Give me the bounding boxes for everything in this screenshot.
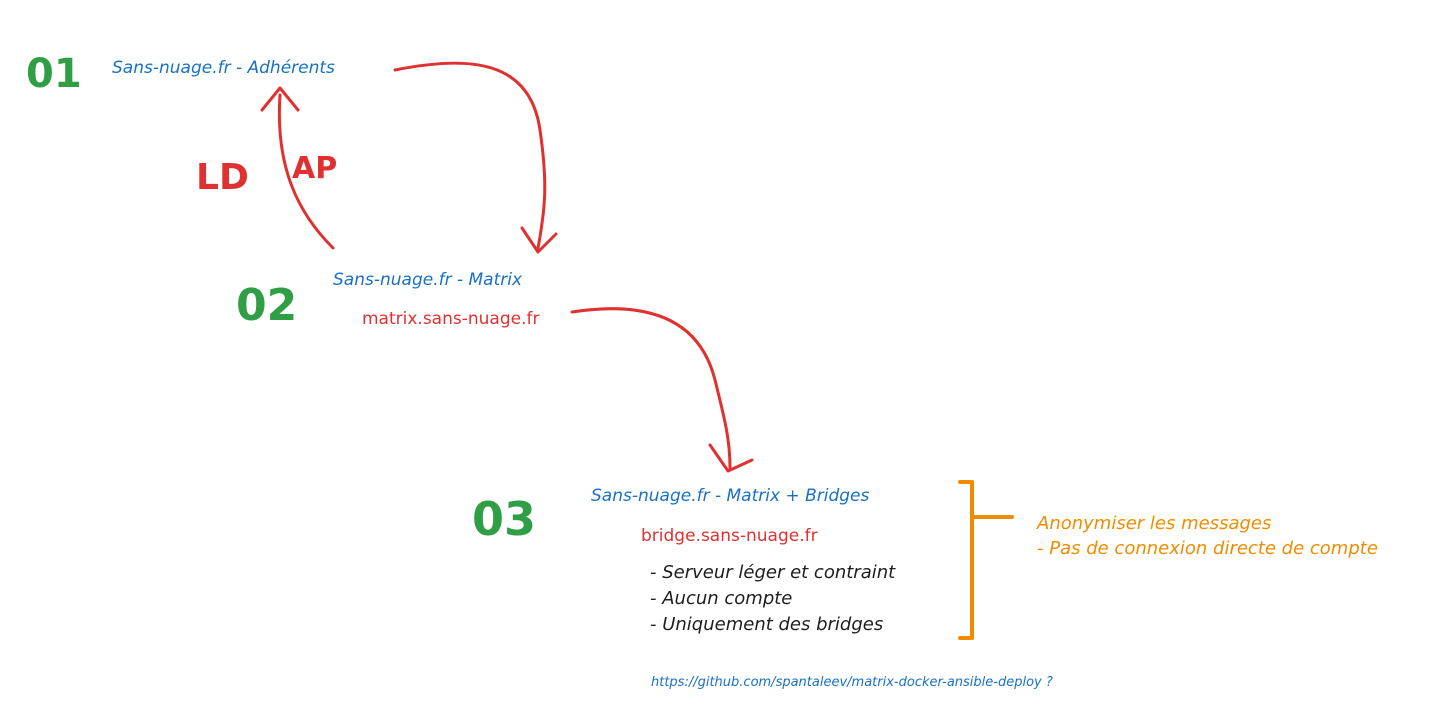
arrow-01-to-02 [393, 61, 547, 250]
node-02-number: 02 [236, 280, 298, 331]
node-02-title: Sans-nuage.fr - Matrix [333, 270, 523, 290]
node-03-title: Sans-nuage.fr - Matrix + Bridges [591, 486, 870, 506]
node-03-bullet-1: - Serveur léger et contraint [650, 562, 896, 583]
ldap-label-part1: LD [196, 157, 249, 198]
arrow-02-to-03 [570, 307, 732, 470]
node-02-host: matrix.sans-nuage.fr [362, 309, 540, 329]
github-link[interactable]: https://github.com/spantaleev/matrix-doc… [651, 675, 1053, 690]
node-03-host: bridge.sans-nuage.fr [641, 526, 818, 546]
arrow-ldap-head [260, 86, 300, 112]
arrow-ldap-02-to-01 [277, 93, 335, 250]
node-03-bullet-2: - Aucun compte [650, 588, 793, 609]
arrow-01-to-02-head [520, 226, 558, 254]
node-03-number: 03 [472, 492, 537, 546]
node-01-number: 01 [26, 51, 82, 97]
node-01-title: Sans-nuage.fr - Adhérents [112, 58, 335, 78]
ldap-label-part2: AP [292, 151, 338, 186]
note-line-1: Anonymiser les messages [1037, 513, 1272, 534]
bracket [958, 480, 1014, 640]
arrow-02-to-03-head [708, 443, 754, 473]
note-line-2: - Pas de connexion directe de compte [1037, 538, 1378, 559]
node-03-bullet-3: - Uniquement des bridges [650, 614, 884, 635]
